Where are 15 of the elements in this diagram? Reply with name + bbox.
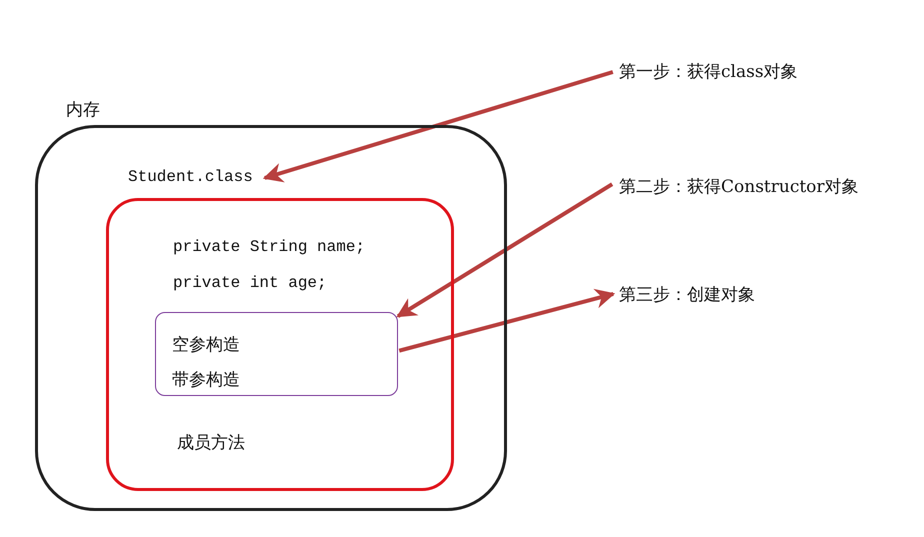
class-name: Student.class — [128, 168, 253, 186]
step-label: 第二步：获得Constructor对象 — [619, 176, 859, 198]
step-label: 第三步：创建对象 — [619, 284, 755, 306]
arrow — [262, 70, 614, 182]
constructor-label: 带参构造 — [172, 369, 240, 391]
method-label: 成员方法 — [177, 432, 245, 454]
field-declaration: private String name; — [173, 238, 366, 256]
region-heading: 内存 — [66, 99, 100, 121]
arrow — [396, 182, 614, 318]
constructor-box — [155, 312, 398, 396]
arrow — [398, 288, 616, 353]
constructor-label: 空参构造 — [172, 334, 240, 356]
field-declaration: private int age; — [173, 274, 327, 292]
class-box — [106, 198, 454, 491]
step-label: 第一步：获得class对象 — [619, 61, 798, 83]
